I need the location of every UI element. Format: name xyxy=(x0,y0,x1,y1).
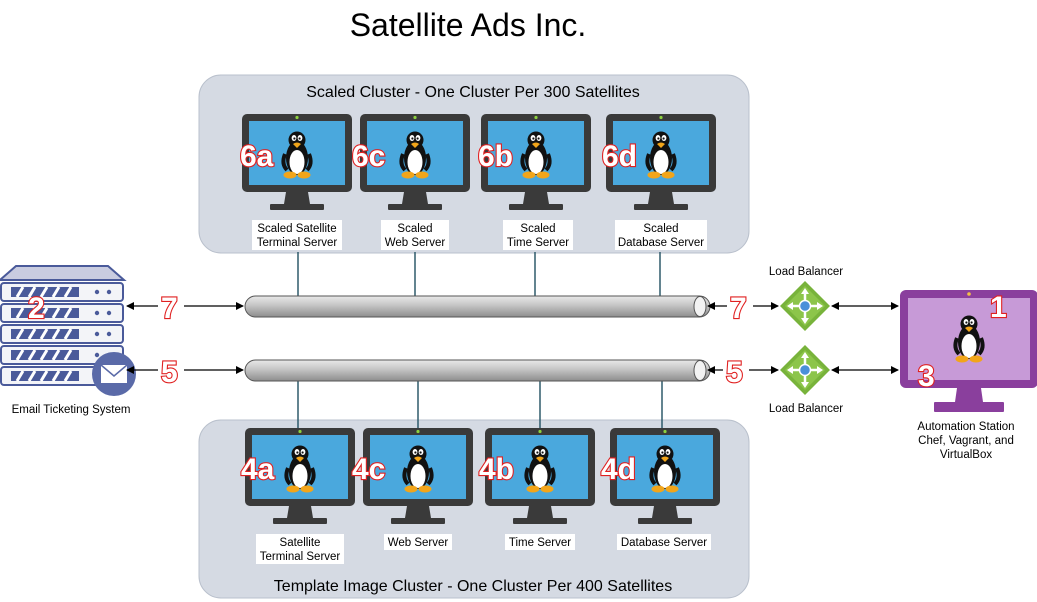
load-balancer-label: Load Balancer xyxy=(769,403,843,415)
badge-6b: 6b xyxy=(478,140,513,173)
scaled-web-server-label: Scaled xyxy=(397,223,432,235)
email-ticketing-label: Email Ticketing System xyxy=(12,404,131,416)
link-badge-7-left: 7 xyxy=(161,292,178,325)
lower-bus-pipe xyxy=(244,359,711,382)
link-badge-7-right: 7 xyxy=(730,292,747,325)
scaled-terminal-server-label: Scaled Satellite xyxy=(257,223,336,235)
server-rack-icon xyxy=(0,323,125,345)
upper-bus-pipe xyxy=(244,295,711,318)
automation-badge-1: 1 xyxy=(990,291,1007,324)
email-ticketing-system: 2 Email Ticketing System xyxy=(0,265,136,416)
badge-6d: 6d xyxy=(602,140,637,173)
automation-station-label: VirtualBox xyxy=(940,449,992,461)
badge-4b: 4b xyxy=(479,453,514,486)
scaled-time-server-label: Scaled xyxy=(520,223,555,235)
load-balancer-icon xyxy=(778,279,832,333)
scaled-time-server-label: Time Server xyxy=(507,237,569,249)
link-badge-5-right: 5 xyxy=(726,356,743,389)
lower-load-balancer: Load Balancer xyxy=(769,343,843,415)
diagram-title: Satellite Ads Inc. xyxy=(350,7,587,43)
badge-4c: 4c xyxy=(352,453,385,486)
template-terminal-server-label: Terminal Server xyxy=(260,551,341,563)
automation-station-label: Automation Station xyxy=(917,421,1014,433)
badge-4d: 4d xyxy=(601,453,636,486)
template-database-server-label: Database Server xyxy=(621,537,707,549)
scaled-terminal-server-label: Terminal Server xyxy=(257,237,338,249)
email-badge: 2 xyxy=(28,292,45,325)
scaled-cluster-title: Scaled Cluster - One Cluster Per 300 Sat… xyxy=(306,84,639,101)
server-rack-icon xyxy=(0,302,125,324)
badge-4a: 4a xyxy=(241,453,275,486)
template-web-server-label: Web Server xyxy=(388,537,449,549)
link-badge-5-left: 5 xyxy=(161,356,178,389)
automation-badge-3: 3 xyxy=(918,360,935,393)
scaled-database-server-label: Scaled xyxy=(643,223,678,235)
server-rack-icon xyxy=(0,265,127,281)
scaled-web-server-label: Web Server xyxy=(385,237,446,249)
automation-station: 1 3 Automation Station Chef, Vagrant, an… xyxy=(900,290,1037,461)
template-time-server-label: Time Server xyxy=(509,537,571,549)
template-terminal-server-label: Satellite xyxy=(280,537,321,549)
badge-6c: 6c xyxy=(352,140,385,173)
badge-6a: 6a xyxy=(240,140,274,173)
load-balancer-icon xyxy=(778,343,832,397)
server-rack-icon xyxy=(0,281,125,303)
scaled-database-server-label: Database Server xyxy=(618,237,704,249)
envelope-icon xyxy=(92,352,136,396)
upper-load-balancer: Load Balancer xyxy=(769,266,843,333)
load-balancer-label: Load Balancer xyxy=(769,266,843,278)
template-cluster-title: Template Image Cluster - One Cluster Per… xyxy=(274,578,672,595)
automation-station-label: Chef, Vagrant, and xyxy=(918,435,1014,447)
